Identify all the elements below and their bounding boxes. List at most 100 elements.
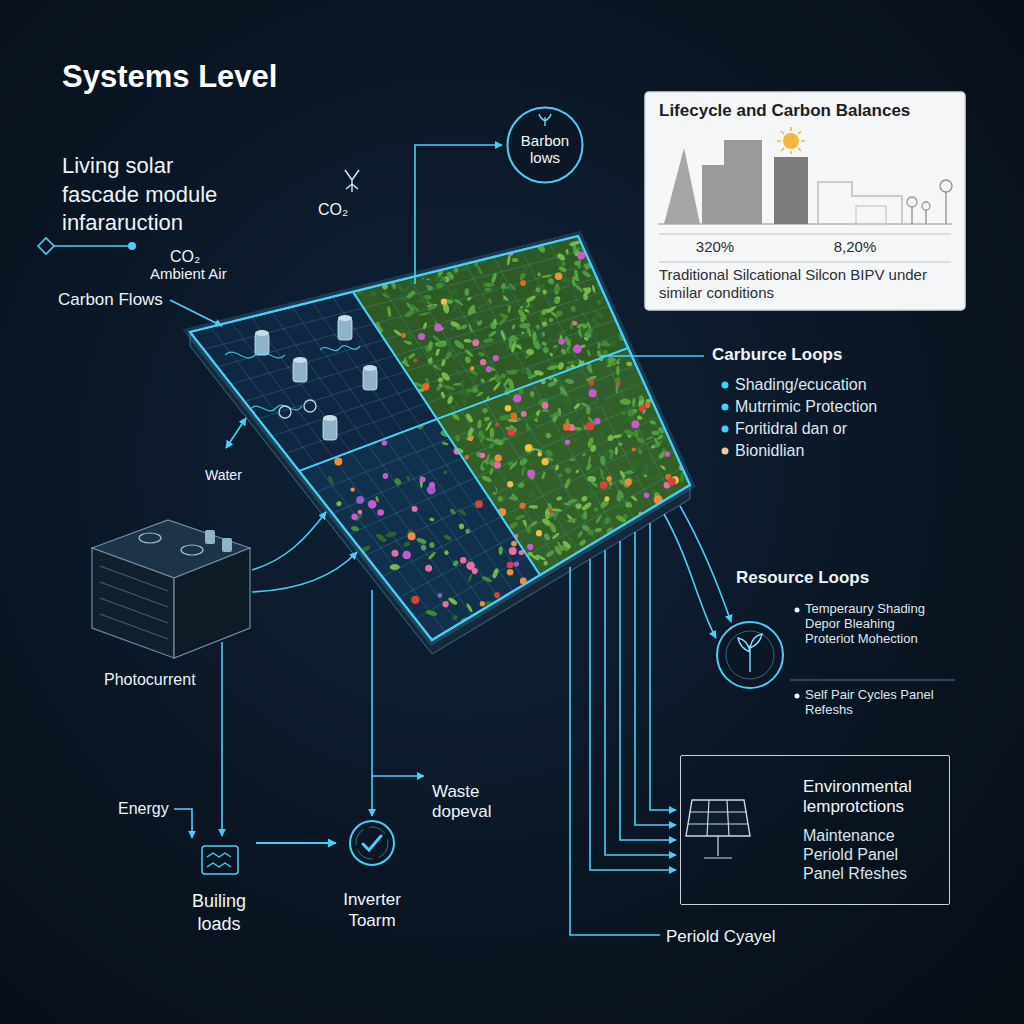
leaf — [573, 398, 584, 405]
leaf — [455, 435, 461, 442]
flower — [468, 436, 473, 441]
flow-line — [174, 809, 192, 838]
leaf — [571, 542, 578, 547]
flow-line — [680, 506, 731, 622]
cylinder-top — [255, 330, 269, 336]
flower — [616, 381, 620, 385]
battery-dial — [181, 545, 203, 555]
leaf — [508, 460, 518, 471]
panel-caption: Traditional Silcational Silcon BIPV unde… — [659, 266, 954, 302]
flow-label: Energy — [118, 799, 169, 818]
leaf — [547, 296, 555, 304]
leaf — [580, 326, 584, 336]
leaf — [512, 258, 519, 262]
flow-line — [371, 590, 373, 816]
leaf — [553, 297, 561, 305]
leaf — [541, 412, 551, 425]
bullet-item: Mutrrimic Protection — [735, 397, 877, 416]
percent-value: 8,20% — [805, 238, 905, 256]
panel-heading: Lifecycle and Carbon Balances — [659, 101, 954, 121]
leaf — [498, 317, 508, 327]
flower — [443, 601, 449, 607]
flow-label: Water — [205, 467, 242, 484]
leaf — [506, 492, 512, 498]
leaf — [477, 266, 483, 276]
leaf — [505, 370, 515, 375]
leaf — [618, 442, 623, 447]
leaf — [441, 441, 448, 445]
leaf — [521, 466, 525, 476]
air-swirl — [250, 405, 302, 411]
leaf — [488, 442, 494, 449]
bullet-dot — [722, 448, 729, 455]
chart-block — [702, 140, 762, 224]
leaf — [521, 301, 527, 311]
leaf — [503, 287, 515, 296]
cell-border — [190, 292, 437, 471]
leaf — [484, 454, 490, 465]
leaf — [492, 381, 501, 392]
leaf — [563, 336, 572, 348]
leaf — [569, 537, 574, 542]
leaf — [586, 406, 591, 415]
leaf — [429, 542, 436, 549]
flower — [521, 411, 527, 417]
leaf — [371, 291, 377, 297]
leaf — [632, 398, 636, 407]
bullet-item: Foritidral dan or — [735, 419, 847, 438]
leaf — [526, 349, 534, 356]
leaf — [410, 303, 420, 312]
inverter-circle — [348, 819, 396, 867]
leaf — [427, 341, 433, 351]
leaf — [454, 369, 462, 376]
flower — [509, 547, 517, 555]
box-body: Maintenance Periold Panel Panel Rfeshes — [803, 826, 939, 884]
inverter-shape — [350, 821, 394, 865]
flow-label: Carbon Flows — [58, 290, 163, 310]
flow-label: Photocurrent — [104, 670, 196, 689]
leaf — [618, 408, 627, 417]
leaf — [427, 551, 436, 560]
leaf — [609, 339, 618, 348]
leaf — [623, 428, 636, 437]
leaf — [461, 380, 465, 388]
flower — [589, 380, 594, 385]
leaf — [536, 280, 541, 288]
leaf — [387, 306, 392, 317]
resource-ring — [726, 631, 774, 679]
leaf — [564, 378, 574, 385]
leaf — [619, 470, 625, 480]
leaf — [600, 456, 606, 466]
leaf — [437, 377, 444, 383]
flower — [625, 479, 632, 486]
grid-line — [450, 365, 636, 438]
chart-outline — [818, 182, 902, 224]
leaf — [521, 267, 528, 274]
bullet-item: Shading/ecucation — [735, 375, 867, 394]
flower — [644, 493, 649, 498]
leaf — [482, 407, 489, 414]
panel-cell — [299, 419, 540, 640]
leaf — [429, 518, 434, 522]
leaf — [432, 335, 441, 344]
leaf — [481, 462, 491, 472]
leaf — [619, 372, 631, 378]
leaf — [548, 472, 554, 478]
leaf — [535, 287, 542, 294]
leaf — [558, 385, 569, 397]
leaf — [584, 333, 591, 339]
inverter-node: Inverter Toarm — [336, 819, 408, 932]
leaf — [449, 508, 457, 516]
leaf — [466, 434, 476, 441]
battery-side — [92, 548, 174, 658]
leaf — [574, 284, 584, 294]
leaf — [578, 539, 587, 547]
leaf — [435, 348, 441, 357]
section-heading: Resource Loops — [736, 568, 869, 588]
leaf — [646, 435, 654, 440]
leaf — [625, 392, 633, 398]
leaf — [501, 454, 508, 461]
leaf — [499, 300, 509, 306]
cell-border — [299, 419, 540, 640]
flow-connector — [256, 842, 336, 844]
